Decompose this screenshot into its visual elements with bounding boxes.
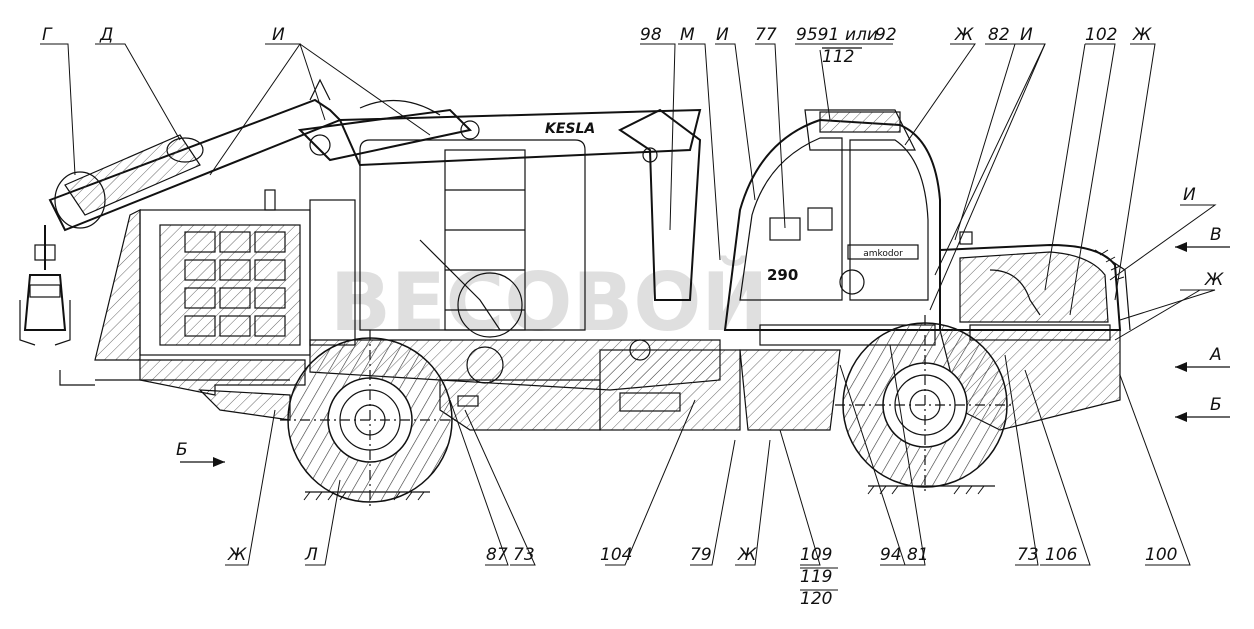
leader-lines-top [40,43,1156,316]
callout-92: 92 [875,25,897,45]
callout-94: 94 [880,545,902,565]
callout-l: Л [304,545,318,565]
callout-109: 109 [800,545,832,565]
callout-i1: И [272,25,285,45]
tank-module [359,139,651,384]
callout-v: В [1210,225,1222,245]
cab-model-label: 290 [767,266,798,284]
callout-120: 120 [800,589,832,609]
view-arrow-b-right [1175,412,1230,422]
callout-102: 102 [1085,25,1117,45]
grapple [19,225,71,346]
callout-104: 104 [600,545,632,565]
callouts-bottom: Ж Л 87 73 104 79 Ж 109 119 120 94 81 73 … [227,545,1177,609]
callout-zh5: Ж [737,545,757,565]
crane-boom: KESLA [48,78,702,301]
svg-text:ВЕСОВОЙ: ВЕСОВОЙ [330,255,768,349]
callout-a: А [1209,345,1222,365]
cab-plate-label: amkodor [863,249,903,259]
rear-container [139,189,356,356]
callout-b-left: Б [176,440,188,460]
callouts-left: Б [176,440,188,460]
callout-73a: 73 [513,545,535,565]
front-wheel [835,315,1015,495]
callout-i4: И [1183,185,1196,205]
callout-98: 98 [640,25,662,45]
underlines-bottom [800,567,838,591]
leader-lines-bottom [225,204,1217,566]
callout-zh1: Ж [954,25,974,45]
callout-m: М [680,25,695,45]
engine-hood [759,243,1131,346]
callout-g: Г [42,25,53,45]
callout-9591: 9591 [796,25,839,45]
rear-wheel [280,330,460,510]
callouts-right: И В Ж А Б [1183,185,1224,415]
callout-ili: или [845,25,878,45]
callout-zh4: Ж [227,545,247,565]
brand-label: KESLA [545,121,595,137]
callout-zh2: Ж [1132,25,1152,45]
view-arrow-a [1175,362,1230,372]
callout-100: 100 [1145,545,1177,565]
callout-112: 112 [822,47,854,67]
watermark: ВЕСОВОЙ [330,255,768,349]
view-arrow-b-left [180,457,225,467]
callout-73b: 73 [1017,545,1039,565]
callout-b-right: Б [1210,395,1222,415]
view-arrow-v [1175,242,1230,252]
vent-grille [184,231,286,337]
callout-d: Д [99,25,113,45]
callout-i2: И [716,25,729,45]
callout-81: 81 [907,545,929,565]
callout-82: 82 [988,25,1010,45]
callout-i3: И [1020,25,1033,45]
callout-79: 79 [690,545,712,565]
callout-106: 106 [1045,545,1078,565]
callout-87: 87 [486,545,508,565]
callout-119: 119 [800,567,832,587]
callout-77: 77 [755,25,777,45]
callout-zh3: Ж [1204,270,1224,290]
callouts-top: Г Д И 98 М И 77 9591 или 92 112 Ж 82 И 1… [42,25,1152,67]
